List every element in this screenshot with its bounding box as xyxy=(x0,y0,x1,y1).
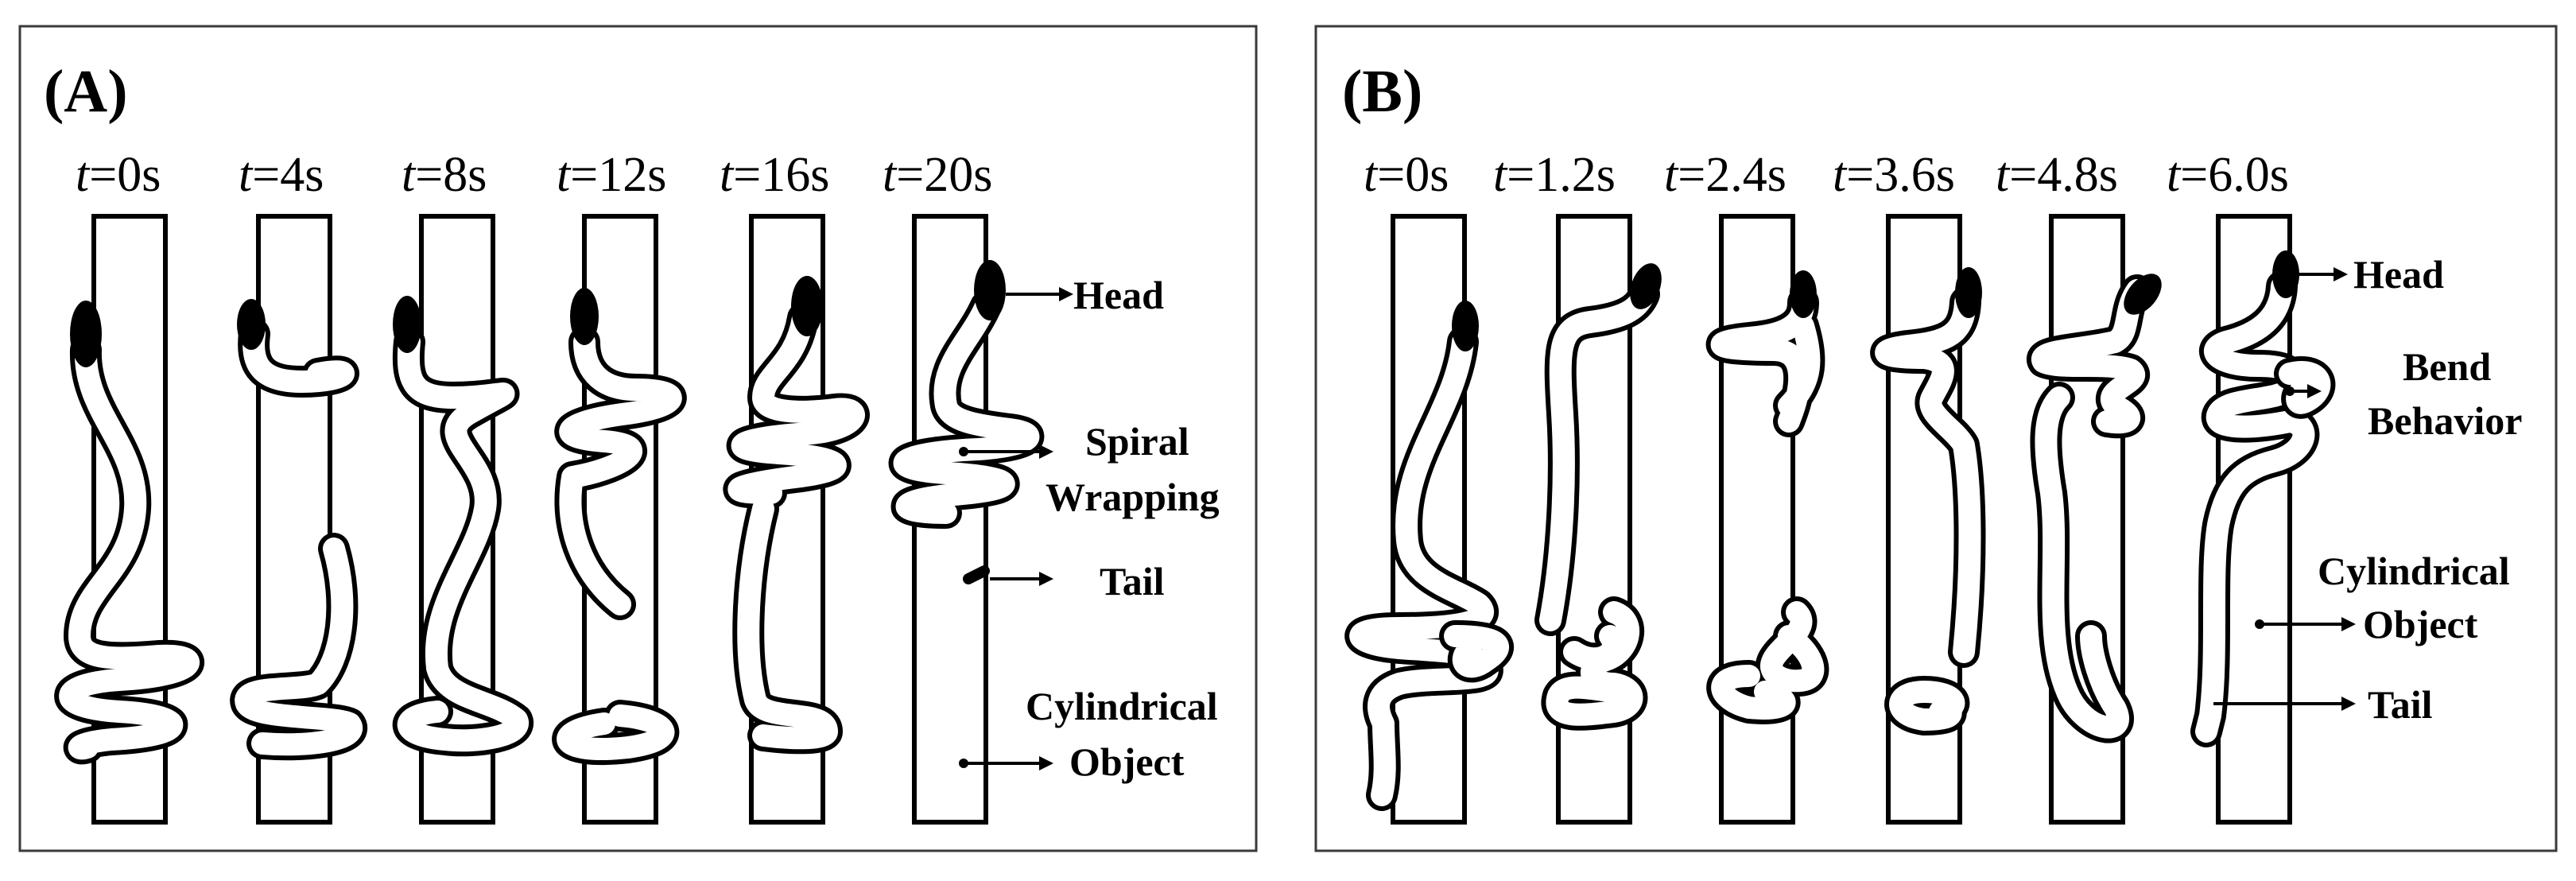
time-label-b-5: t=6.0s xyxy=(2167,148,2289,202)
rod-b-2 xyxy=(1719,214,1795,825)
snake-b-2 xyxy=(1705,270,1829,724)
annot-a-object-2: Object xyxy=(1069,739,1185,784)
time-label-a-1: t=4s xyxy=(239,148,324,202)
panel-b: (B) t=0s t=1.2s t=2.4s t=3.6s t=4.8s t=6… xyxy=(1314,25,2558,852)
time-label-a-4: t=16s xyxy=(720,148,829,202)
snake-b-0 xyxy=(1344,301,1514,811)
panel-b-frame xyxy=(1314,25,2558,852)
annot-b-bend-2: Behavior xyxy=(2368,398,2522,443)
annot-b-object-2: Object xyxy=(2363,602,2478,646)
time-label-b-4: t=4.8s xyxy=(1996,148,2118,202)
annot-b-tail: Tail xyxy=(2368,682,2433,727)
panel-b-label: (B) xyxy=(1342,58,1422,125)
panel-b-time-labels: t=0s t=1.2s t=2.4s t=3.6s t=4.8s t=6.0s xyxy=(1364,148,2289,202)
annot-a-spiral-1: Spiral xyxy=(1085,419,1189,464)
snake-b-1 xyxy=(1534,263,1662,731)
annot-a-spiral-2: Wrapping xyxy=(1046,475,1220,519)
annot-a-head: Head xyxy=(1073,273,1164,317)
snake-a-4 xyxy=(723,276,870,755)
panel-a-frame xyxy=(18,25,1258,852)
time-label-b-2: t=2.4s xyxy=(1664,148,1787,202)
annot-b-head: Head xyxy=(2353,252,2444,297)
panel-b-annotations: Head Bend Behavior Cylindrical Object Ta… xyxy=(2213,252,2522,727)
panel-a-annotations: Head Spiral Wrapping Tail Cylindrical Ob… xyxy=(959,273,1220,784)
panel-a-time-labels: t=0s t=4s t=8s t=12s t=16s t=20s xyxy=(76,148,992,202)
annot-b-bend-1: Bend xyxy=(2403,344,2491,389)
snake-a-3 xyxy=(552,288,687,766)
time-label-a-5: t=20s xyxy=(883,148,992,202)
time-label-b-3: t=3.6s xyxy=(1833,148,1955,202)
time-label-a-3: t=12s xyxy=(557,148,666,202)
snake-a-0 xyxy=(54,301,204,765)
snake-b-5 xyxy=(2190,250,2336,747)
annot-a-tail: Tail xyxy=(1100,559,1165,604)
snake-a-2 xyxy=(392,296,533,757)
time-label-a-0: t=0s xyxy=(76,148,161,202)
annot-a-object-1: Cylindrical xyxy=(1026,684,1218,728)
time-label-b-1: t=1.2s xyxy=(1493,148,1616,202)
panel-a-label: (A) xyxy=(44,58,128,125)
panel-a: (A) t=0s t=4s t=8s t=12s t=16s t=20s xyxy=(18,25,1258,852)
snake-b-4 xyxy=(2026,274,2162,743)
time-label-b-0: t=0s xyxy=(1364,148,1449,202)
snake-b-3 xyxy=(1870,267,1986,735)
annot-b-object-1: Cylindrical xyxy=(2318,549,2510,593)
time-label-a-2: t=8s xyxy=(402,148,487,202)
snake-a-5 xyxy=(888,260,1045,584)
snake-a-1 xyxy=(230,299,367,761)
